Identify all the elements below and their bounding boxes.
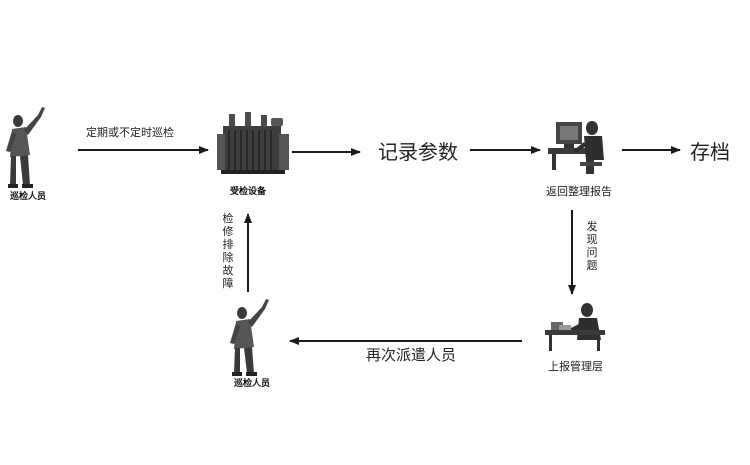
- inspector-bottom-label: 巡检人员: [234, 379, 271, 389]
- report-label: 返回整理报告: [546, 185, 612, 198]
- management-label: 上报管理层: [548, 360, 603, 373]
- equipment-label: 受检设备: [230, 187, 267, 197]
- archive-label: 存档: [690, 140, 730, 164]
- transformer-icon: [217, 112, 289, 174]
- pointing-man-icon: [6, 107, 45, 188]
- computer-operator-icon: [548, 121, 604, 174]
- repair-label: 检 修 排 除 故 障: [222, 212, 234, 290]
- problem-found-char: 问: [586, 246, 598, 259]
- repair-char: 故: [222, 264, 234, 277]
- repair-char: 排: [222, 238, 234, 251]
- inspector-top-label: 巡检人员: [10, 192, 47, 202]
- problem-found-char: 现: [586, 233, 598, 246]
- dispatch-again-label: 再次派遣人员: [366, 346, 457, 364]
- inspect-edge-label: 定期或不定时巡检: [86, 126, 174, 139]
- desk-manager-icon: [545, 303, 605, 351]
- record-parameters-label: 记录参数: [378, 140, 458, 164]
- repair-char: 除: [222, 251, 234, 264]
- pointing-man-icon: [230, 299, 269, 376]
- problem-found-char: 题: [586, 259, 598, 272]
- repair-char: 检: [222, 212, 234, 225]
- problem-found-label: 发 现 问 题: [586, 220, 598, 272]
- problem-found-char: 发: [586, 220, 598, 233]
- repair-char: 修: [222, 225, 234, 238]
- repair-char: 障: [222, 277, 234, 290]
